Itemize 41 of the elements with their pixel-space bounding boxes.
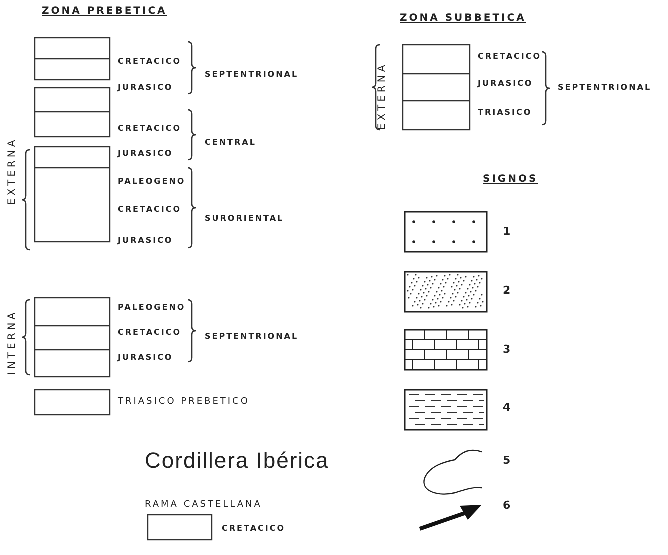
region-label: SURORIENTAL bbox=[205, 215, 284, 223]
unit-label: PALEOGENO bbox=[118, 178, 186, 186]
legend-number: 1 bbox=[503, 226, 511, 237]
heading: ZONA SUBBETICA bbox=[400, 14, 526, 24]
heading: ZONA PREBETICA bbox=[42, 7, 168, 17]
unit-label: PALEOGENO bbox=[118, 304, 186, 312]
legend-number: 3 bbox=[503, 344, 511, 355]
legend-number: 2 bbox=[503, 285, 511, 296]
unit-label: CRETACICO bbox=[118, 206, 182, 214]
unit-label: TRIASICO bbox=[478, 109, 532, 117]
unit-label: CRETACICO bbox=[118, 329, 182, 337]
unit-label: CRETACICO bbox=[222, 525, 286, 533]
unit-label: CRETACICO bbox=[478, 53, 542, 61]
unit-column-box bbox=[34, 146, 111, 243]
zone-label: EXTERNA bbox=[378, 62, 388, 130]
unit-column-box bbox=[34, 297, 111, 378]
unit-label: CRETACICO bbox=[118, 58, 182, 66]
unit-label: CRETACICO bbox=[118, 125, 182, 133]
unit-column-box bbox=[34, 37, 111, 81]
legend-number: 6 bbox=[503, 500, 511, 511]
region-label: CENTRAL bbox=[205, 139, 256, 147]
region-label: SEPTENTRIONAL bbox=[205, 71, 299, 79]
heading: SIGNOS bbox=[483, 175, 538, 185]
unit-label: JURASICO bbox=[478, 80, 534, 88]
unit-label: JURASICO bbox=[118, 150, 174, 158]
unit-column-box bbox=[147, 514, 213, 541]
unit-label: TRIASICO PREBETICO bbox=[118, 398, 250, 407]
region-label: SEPTENTRIONAL bbox=[558, 84, 652, 92]
legend-number: 5 bbox=[503, 455, 511, 466]
zone-label: EXTERNA bbox=[8, 137, 18, 205]
legend-number: 4 bbox=[503, 402, 511, 413]
unit-label: JURASICO bbox=[118, 237, 174, 245]
place-title: Cordillera Ibérica bbox=[145, 450, 330, 472]
zone-label: INTERNA bbox=[8, 310, 18, 375]
region-label: SEPTENTRIONAL bbox=[205, 333, 299, 341]
unit-column-box bbox=[402, 44, 471, 131]
unit-column-box bbox=[34, 87, 111, 138]
unit-label: JURASICO bbox=[118, 354, 174, 362]
subregion-label: RAMA CASTELLANA bbox=[145, 501, 262, 510]
unit-column-box bbox=[34, 389, 111, 416]
unit-label: JURASICO bbox=[118, 84, 174, 92]
